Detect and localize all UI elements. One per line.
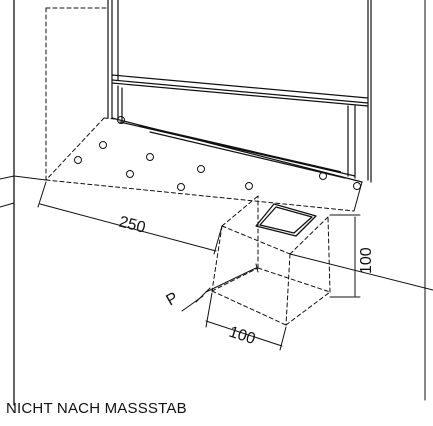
scale-note: NICHT NACH MASSSTAB xyxy=(6,400,187,417)
dim-label-depth: 100 xyxy=(227,324,258,348)
dimension-height-100 xyxy=(329,214,361,298)
base-plate xyxy=(45,117,355,212)
point-label-p: P xyxy=(164,289,182,309)
floor-line-left xyxy=(13,175,47,181)
dimension-250 xyxy=(37,181,223,255)
fastener-group xyxy=(74,116,361,191)
dim-label-250: 250 xyxy=(117,213,147,236)
appliance-outline xyxy=(45,7,107,181)
floor-line xyxy=(289,253,433,291)
dimension-depth-100 xyxy=(205,292,287,351)
opening-box xyxy=(211,195,331,326)
appliance-front xyxy=(107,0,372,183)
leader-p xyxy=(181,263,259,312)
cutout-square xyxy=(255,203,317,237)
wall-mark xyxy=(0,202,15,208)
wall-mark xyxy=(0,175,15,180)
dim-label-height: 100 xyxy=(358,247,375,274)
